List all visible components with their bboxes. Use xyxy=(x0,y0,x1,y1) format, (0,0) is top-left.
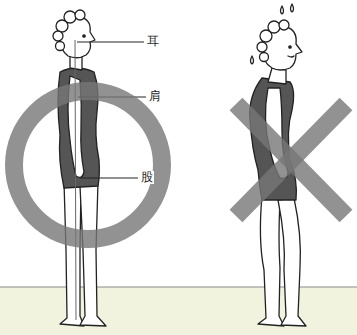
posture-axis xyxy=(75,40,76,320)
correct-circle-mark xyxy=(14,91,162,239)
part-label: 肩 xyxy=(148,90,162,103)
part-label: 耳 xyxy=(146,35,160,48)
part-label: 股 xyxy=(140,171,154,184)
ground-band xyxy=(0,287,357,335)
good-posture-figure xyxy=(53,10,106,326)
ground-line xyxy=(0,287,357,288)
wrong-x-mark xyxy=(236,104,346,216)
leader-line xyxy=(80,178,138,179)
leader-line xyxy=(77,42,144,43)
